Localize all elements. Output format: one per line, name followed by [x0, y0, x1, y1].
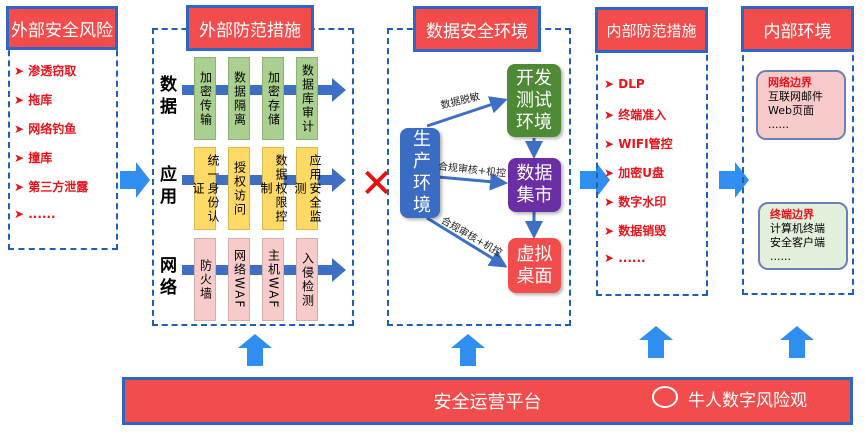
line: 安全客户端	[770, 236, 825, 249]
measure-cell: 数据权限控制	[259, 147, 288, 230]
measure-cell: 加密传输	[194, 57, 216, 140]
data-env-title: 数据安全环境	[413, 6, 541, 52]
measure-cell: 主机WAF	[262, 238, 284, 321]
row-label: 应用	[160, 165, 177, 207]
line: ......	[768, 118, 789, 131]
internal-measure-item: 数据销毁	[604, 222, 666, 239]
internal-measure-item: DLP	[604, 77, 644, 91]
internal-measure-item: 加密U盘	[604, 164, 664, 181]
platform-label: 安全运营平台	[433, 392, 542, 413]
risk-item: 拖库	[14, 91, 52, 108]
terminal-boundary-box: 终端边界 计算机终端 安全客户端 ......	[758, 202, 848, 270]
mart-label: 数据集市	[516, 163, 553, 206]
production-label: 生产环境	[410, 129, 431, 217]
measure-cell: 数据隔离	[228, 57, 250, 140]
internal-measure-item: ......	[604, 251, 645, 265]
risk-item: 撞库	[14, 149, 52, 166]
external-measures-title: 外部防范措施	[186, 5, 314, 51]
virtual-desktop: 虚拟桌面	[508, 238, 561, 293]
vdi-label: 虚拟桌面	[516, 243, 553, 287]
arrow-right-icon	[580, 162, 610, 198]
measure-cell: 应用安全监测	[293, 147, 322, 230]
watermark: 牛人数字风险观	[688, 391, 807, 411]
measure-cell: 统一身份认证	[191, 147, 220, 230]
internal-measure-item: WIFI管控	[604, 135, 672, 152]
internal-measures-title: 内部防范措施	[595, 7, 708, 53]
line: Web页面	[768, 104, 814, 117]
arrow-up-icon	[451, 334, 485, 366]
risk-item: 渗透窃取	[14, 62, 76, 79]
measure-cell: 防火墙	[194, 238, 216, 321]
security-ops-platform: 安全运营平台	[122, 377, 853, 425]
data-mart: 数据集市	[508, 158, 561, 212]
measure-cell: 加密存储	[262, 57, 284, 140]
flow-arrow-icon	[182, 168, 346, 192]
internal-measure-item: 数字水印	[604, 193, 666, 210]
arrow-right-icon	[719, 162, 749, 198]
external-risk-title: 外部安全风险	[6, 6, 118, 50]
line: 计算机终端	[770, 222, 825, 235]
arrow-up-icon	[780, 326, 814, 358]
risk-item: ......	[14, 207, 55, 221]
network-boundary-box: 网络边界 互联网邮件 Web页面 ......	[756, 70, 846, 140]
measure-cell: 数据库审计	[296, 57, 318, 140]
arrow-up-icon	[639, 326, 673, 358]
measure-cell: 入侵检测	[296, 238, 318, 321]
risk-item: 网络钓鱼	[14, 120, 76, 137]
line: 互联网邮件	[768, 90, 823, 103]
flow-arrow-icon	[182, 258, 346, 282]
wechat-icon	[652, 386, 678, 408]
internal-measure-item: 终端准入	[604, 106, 666, 123]
line: ......	[770, 250, 791, 263]
arrow-up-icon	[238, 334, 272, 366]
risk-item: 第三方泄露	[14, 178, 88, 195]
row-label: 网络	[160, 256, 177, 298]
production-env: 生产环境	[400, 128, 440, 218]
measure-cell: 授权访问	[228, 147, 250, 230]
data-flow-arrows	[426, 96, 543, 268]
flow-arrow-icon	[182, 78, 346, 102]
terminal-boundary-heading: 终端边界	[770, 208, 814, 221]
dev-test-env: 开发测试环境	[507, 64, 561, 137]
measure-cell: 网络WAF	[228, 238, 250, 321]
network-boundary-heading: 网络边界	[768, 76, 812, 89]
internal-env-title: 内部环境	[741, 6, 854, 52]
row-label: 数据	[160, 75, 177, 117]
arrow-right-icon	[120, 162, 150, 198]
dev-label: 开发测试环境	[516, 67, 552, 133]
